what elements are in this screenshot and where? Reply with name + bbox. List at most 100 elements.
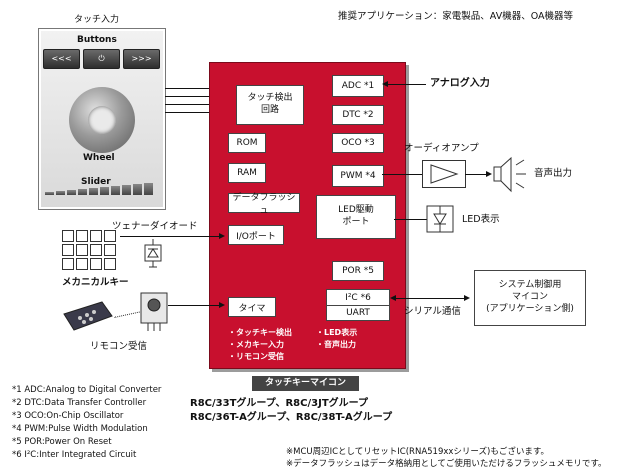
arrow-line	[382, 174, 422, 175]
led-drive-box: LED駆動 ポート	[316, 195, 396, 239]
slider-bar	[144, 183, 153, 195]
touch-input-title: タッチ入力	[74, 15, 120, 25]
note: ※MCU周辺ICとしてリセットIC(RNA519xxシリーズ)もございます。	[286, 447, 549, 457]
amp-box	[422, 160, 466, 188]
group-line-2: R8C/36T-Aグループ、R8C/38T-Aグループ	[190, 412, 393, 423]
dtc-box: DTC *2	[332, 105, 384, 125]
slider-bar	[67, 190, 76, 195]
footnote: *1 ADC:Analog to Digital Converter	[12, 385, 162, 395]
keypad-key	[76, 230, 88, 242]
slider-bar	[122, 185, 131, 195]
feature-item: ・音声出力	[316, 340, 356, 349]
arrow-head	[486, 171, 492, 177]
slider-bar	[89, 188, 98, 195]
feature-item: ・メカキー入力	[228, 340, 284, 349]
arrow-line	[396, 298, 464, 299]
arrow-head	[219, 233, 225, 239]
button-next: >>>	[123, 49, 160, 69]
arrow-line	[388, 84, 426, 85]
buttons-label: Buttons	[77, 35, 117, 45]
oco-box: OCO *3	[332, 133, 384, 153]
button-prev: <<<	[43, 49, 80, 69]
arrow-head	[390, 295, 396, 301]
ir-receiver-icon	[140, 292, 168, 331]
slider-bar	[100, 187, 109, 195]
arrow-head	[464, 295, 470, 301]
pwm-box: PWM *4	[332, 165, 384, 187]
slider-bar	[133, 184, 142, 195]
slider-bar	[45, 192, 54, 195]
keypad-key	[90, 230, 102, 242]
touch-detect-box: タッチ検出 回路	[236, 85, 304, 125]
slider-bar	[78, 189, 87, 195]
divider	[327, 305, 389, 306]
feature-item: ・タッチキー検出	[228, 328, 292, 337]
arrow-line	[165, 88, 236, 89]
keypad-key	[62, 258, 74, 270]
button-power: ⏻	[83, 49, 120, 69]
arrow-line	[465, 174, 487, 175]
footnote: *2 DTC:Data Transfer Controller	[12, 398, 147, 408]
arrow-line	[120, 236, 220, 237]
keypad-key	[76, 258, 88, 270]
slider-bar	[111, 186, 120, 195]
footnote: *3 OCO:On-Chip Oscillator	[12, 411, 124, 421]
i2c-label: I²C *6	[345, 293, 371, 303]
slider-label: Slider	[81, 177, 111, 187]
slider-bar	[56, 191, 65, 195]
wheel-label: Wheel	[83, 153, 115, 163]
feature-item: ・リモコン受信	[228, 352, 284, 361]
feature-list-left: ・タッチキー検出 ・メカキー入力 ・リモコン受信	[228, 327, 292, 363]
serial-label: シリアル通信	[404, 306, 461, 317]
feature-item: ・LED表示	[316, 328, 358, 337]
audio-out-label: 音声出力	[534, 168, 573, 179]
amp-triangle-icon	[430, 164, 459, 184]
mcu-label: タッチキーマイコン	[252, 376, 359, 391]
speaker-icon	[493, 156, 526, 193]
footnote: *4 PWM:Pulse Width Modulation	[12, 424, 148, 434]
footnote: *6 I²C:Inter Integrated Circuit	[12, 450, 137, 460]
i2c-uart-box: I²C *6 UART	[326, 289, 390, 321]
keypad-key	[90, 258, 102, 270]
ir-signal-line	[114, 311, 142, 318]
arrow-line	[394, 219, 428, 220]
led-display-label: LED表示	[462, 214, 500, 225]
keypad-key	[104, 230, 116, 242]
keypad-key	[76, 244, 88, 256]
keypad-key	[62, 230, 74, 242]
keypad-key	[104, 258, 116, 270]
rom-box: ROM	[228, 133, 266, 153]
zener-diode-icon	[144, 239, 162, 268]
arrow-line	[165, 104, 236, 105]
remote-control-icon	[63, 301, 113, 331]
feature-list-right: ・LED表示 ・音声出力	[316, 327, 357, 351]
uart-label: UART	[346, 308, 370, 318]
system-mcu-box: システム制御用 マイコン (アプリケーション側)	[474, 270, 586, 326]
keypad-key	[62, 244, 74, 256]
footnote: *5 POR:Power On Reset	[12, 437, 112, 447]
por-box: POR *5	[332, 261, 384, 281]
wheel-icon	[69, 87, 135, 153]
mcu-block: タッチ検出 回路 ROM RAM データフラッシュ I/Oポート タイマ ADC…	[209, 62, 406, 369]
group-line-1: R8C/33Tグループ、R8C/3JTグループ	[190, 398, 369, 409]
arrow-head	[219, 302, 225, 308]
keypad-key	[104, 244, 116, 256]
ram-box: RAM	[228, 163, 266, 183]
adc-box: ADC *1	[332, 75, 384, 97]
remote-label: リモコン受信	[90, 341, 148, 352]
analog-input-label: アナログ入力	[430, 78, 490, 89]
arrow-head	[382, 81, 388, 87]
io-port-box: I/Oポート	[228, 225, 284, 245]
led-icon	[426, 205, 454, 233]
zener-label: ツェナーダイオード	[112, 221, 198, 232]
keypad-key	[90, 244, 102, 256]
touch-panel: Buttons <<< ⏻ >>> Wheel Slider	[38, 28, 166, 210]
mech-key-label: メカニカルキー	[62, 277, 129, 288]
audio-amp-label: オーディオアンプ	[404, 143, 479, 154]
timer-box: タイマ	[228, 297, 276, 317]
arrow-line	[165, 112, 236, 113]
arrow-line	[165, 96, 236, 97]
data-flash-box: データフラッシュ	[228, 193, 300, 216]
note: ※データフラッシュはデータ格納用としてご使用いただけるフラッシュメモリです。	[286, 459, 607, 469]
